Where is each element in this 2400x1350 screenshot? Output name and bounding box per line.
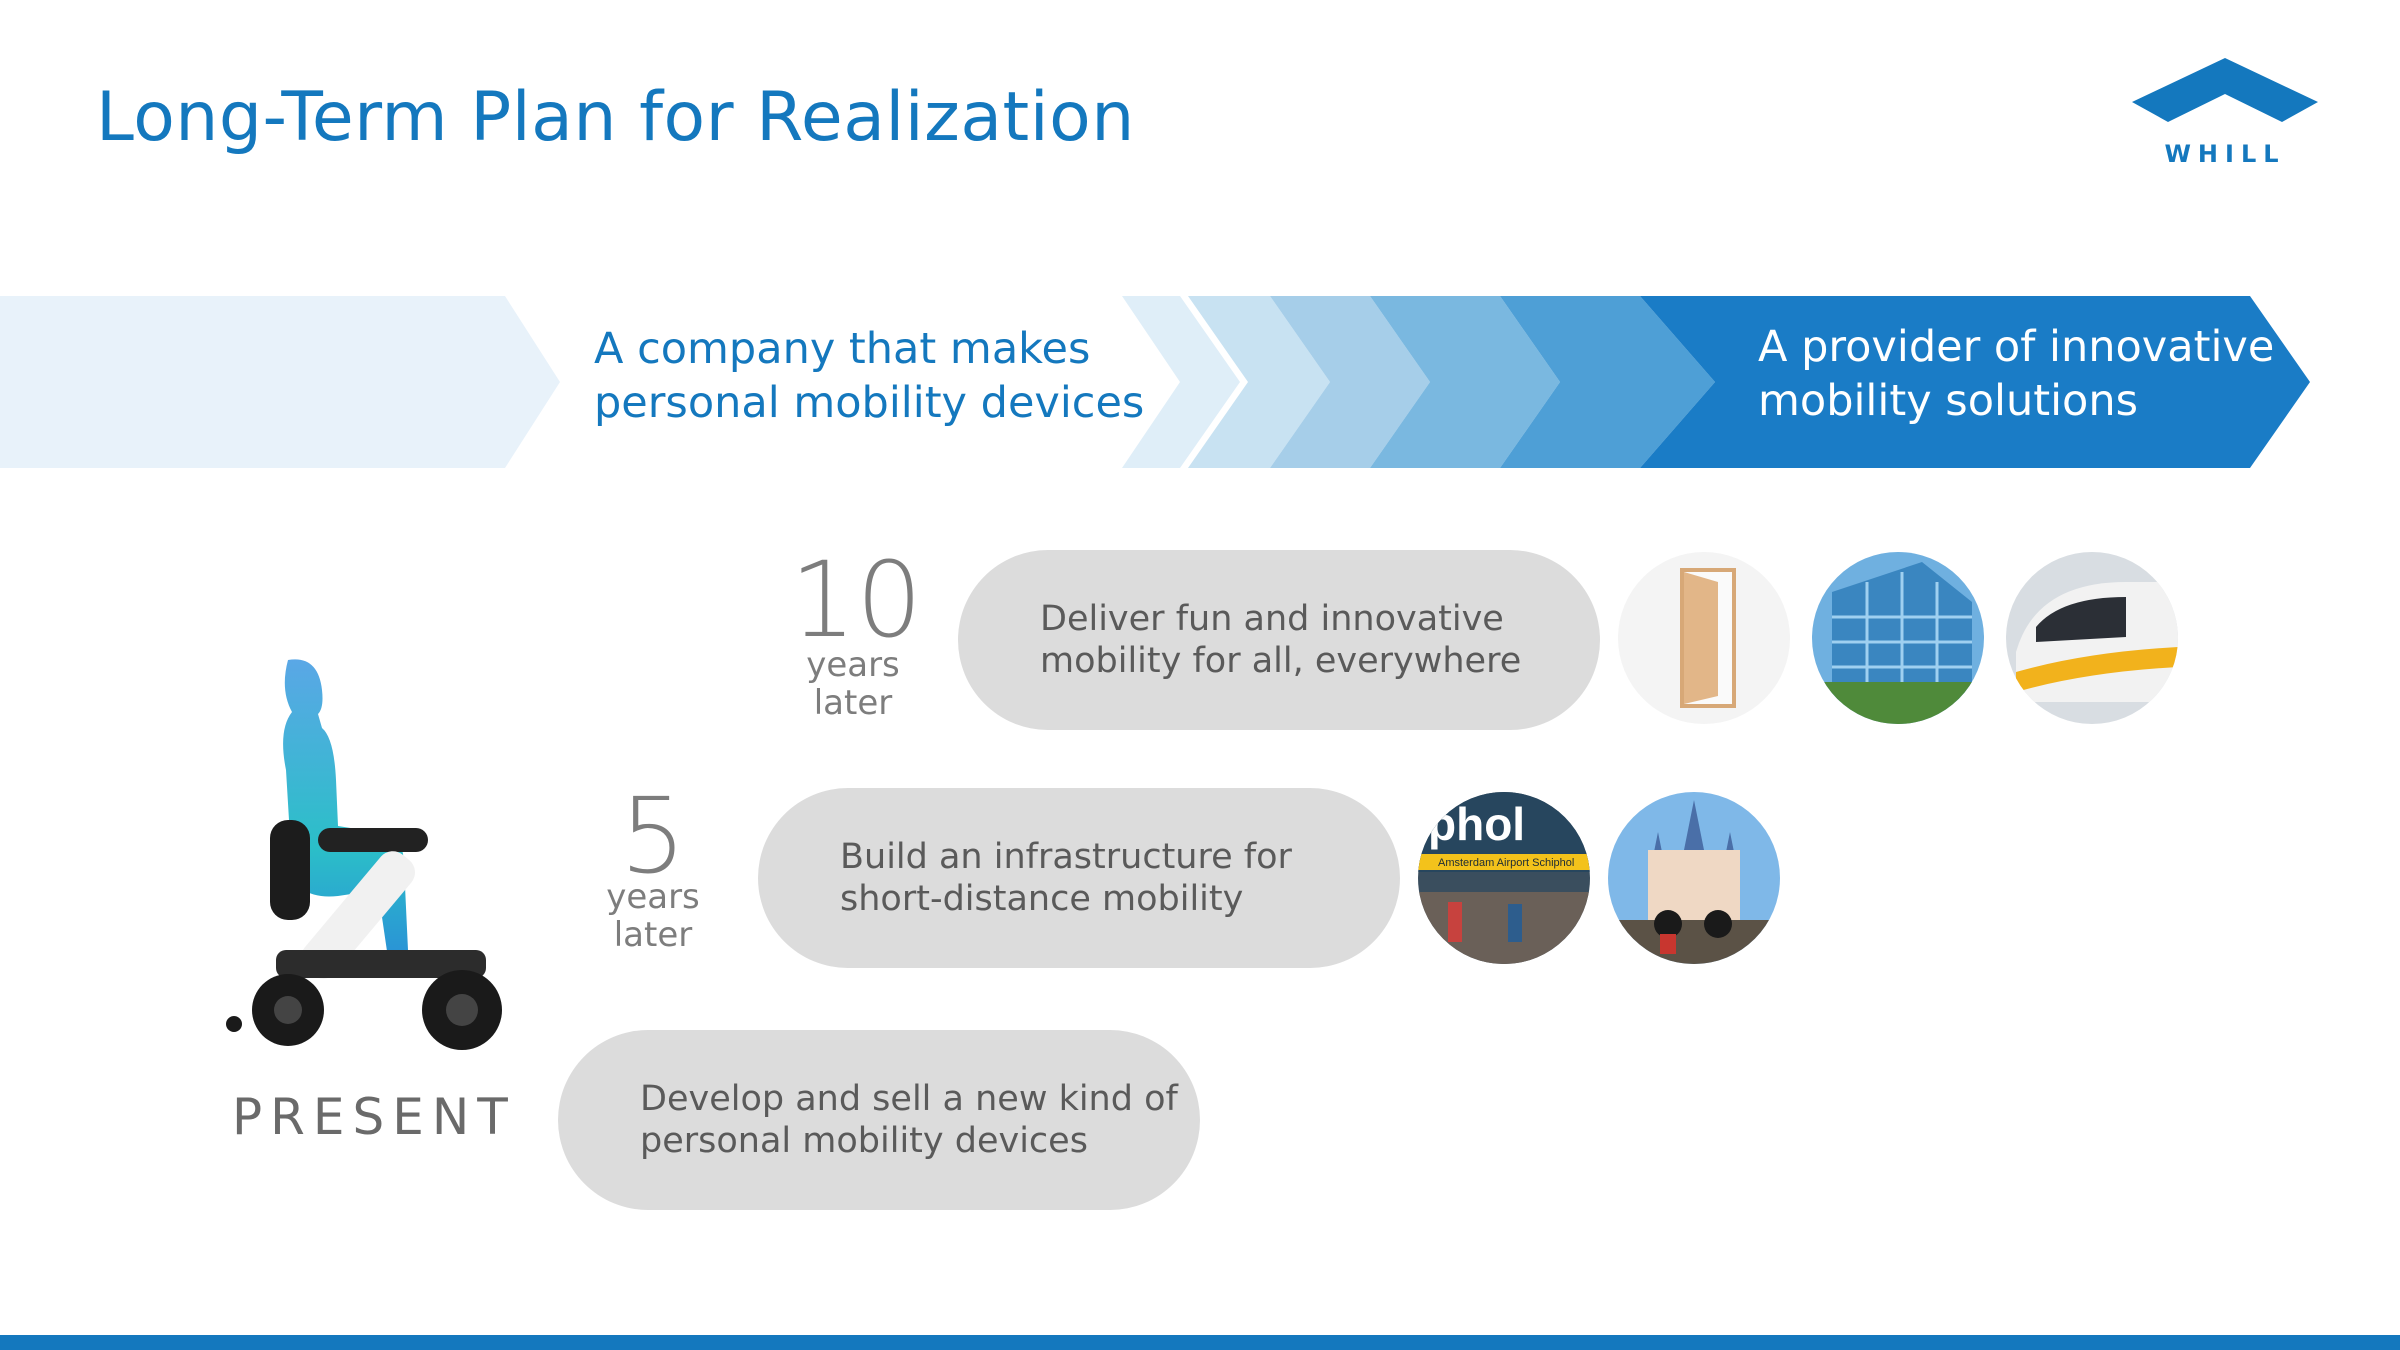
progress-chevron-band	[0, 296, 2310, 468]
years-label-5: years later	[606, 877, 700, 955]
milestone-5-text: Build an infrastructure for short-distan…	[840, 837, 1292, 919]
airport-sign-small: Amsterdam Airport Schiphol	[1438, 857, 1574, 869]
whill-logo	[2132, 58, 2318, 178]
milestone-10-text: Deliver fun and innovative mobility for …	[1040, 599, 1522, 681]
airport-sign-big: phol	[1428, 798, 1525, 850]
milestone-present: Develop and sell a new kind of personal …	[558, 1030, 1200, 1210]
present-label: PRESENT	[232, 1088, 516, 1146]
bottom-bar	[0, 1335, 2400, 1350]
years-label-10: years later	[806, 645, 900, 723]
train-image	[2006, 552, 2178, 724]
logo-text: WHILL	[2164, 140, 2286, 168]
page-title: Long-Term Plan for Realization	[96, 78, 1135, 157]
office-building-image	[1812, 552, 1984, 724]
milestone-5-years: Build an infrastructure for short-distan…	[758, 788, 1400, 968]
milestone-10-years: Deliver fun and innovative mobility for …	[958, 550, 1600, 730]
milestone-present-text: Develop and sell a new kind of personal …	[640, 1079, 1178, 1161]
band-left-label: A company that makes personal mobility d…	[594, 324, 1145, 428]
theme-park-castle-image	[1608, 792, 1780, 964]
years-number-10: 10	[790, 539, 923, 661]
airport-schiphol-image: phol Amsterdam Airport Schiphol	[1418, 792, 1590, 964]
years-number-5: 5	[619, 775, 687, 897]
wheelchair-user-figure	[226, 659, 502, 1050]
band-right-label: A provider of innovative mobility soluti…	[1758, 322, 2275, 426]
door-image	[1618, 552, 1790, 724]
